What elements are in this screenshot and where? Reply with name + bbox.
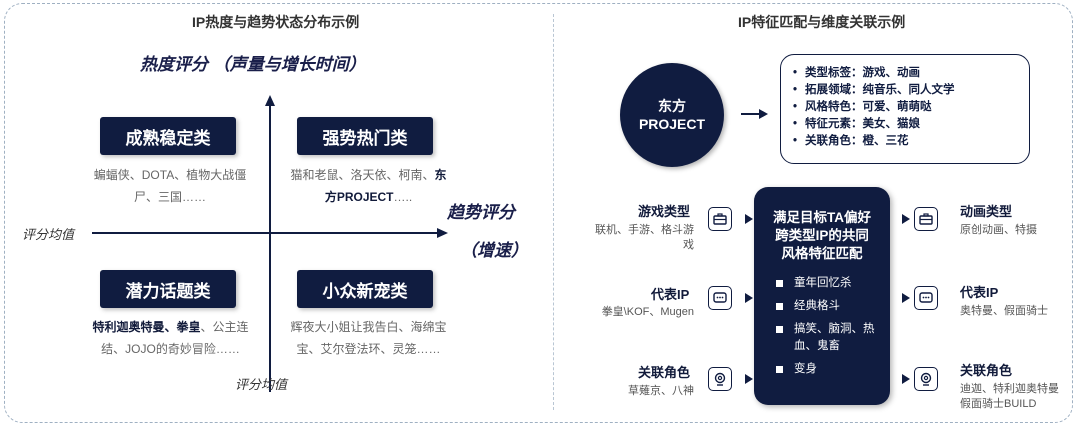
y-axis-title: 热度评分 （声量与增长时间） <box>140 55 366 74</box>
char-right-title: 关联角色 <box>960 363 1013 378</box>
tag-item: 拓展领域：纯音乐、同人文学 <box>793 82 1029 99</box>
ip-circle: 东方 PROJECT <box>620 63 724 167</box>
center-match-card: 满足目标TA偏好 跨类型IP的共同 风格特征匹配 童年回忆杀 经典格斗 搞笑、脑… <box>754 187 890 405</box>
tag-item: 关联角色：橙、三花 <box>793 133 1029 150</box>
webcam-icon <box>708 367 732 391</box>
anime-type-desc: 原创动画、特摄 <box>960 224 1037 236</box>
y-mean-label: 评分均值 <box>235 377 288 392</box>
arrow-icon <box>745 214 753 224</box>
tag-item: 风格特色：可爱、萌萌哒 <box>793 99 1029 116</box>
panel-divider <box>553 14 554 410</box>
briefcase-icon <box>914 207 938 231</box>
quadrant-hot-examples: 猫和老鼠、洛天依、柯南、东 方PROJECT….. <box>290 168 447 204</box>
right-panel-title: IP特征匹配与维度关联示例 <box>738 14 906 30</box>
quadrant-potential-examples: 特利迦奥特曼、拳皇、公主连 结、JOJO的奇妙冒险…… <box>92 320 249 356</box>
tag-item: 特征元素：美女、猫娘 <box>793 116 1029 133</box>
x-mean-label: 评分均值 <box>22 227 75 242</box>
quadrant-niche-examples: 辉夜大小姐让我告白、海绵宝 宝、艾尔登法环、灵笼…… <box>290 320 447 356</box>
arrow-icon <box>902 214 910 224</box>
briefcase-icon <box>708 207 732 231</box>
quadrant-mature-stable: 成熟稳定类 <box>100 117 236 155</box>
x-axis-arrowhead <box>437 228 448 238</box>
x-axis-subtitle: （增速） <box>460 241 528 260</box>
outer-frame <box>4 3 1073 423</box>
chat-icon <box>914 286 938 310</box>
char-right-desc: 迪迦、特利迦奥特曼 假面骑士BUILD <box>960 383 1059 410</box>
arrow-icon <box>902 293 910 303</box>
char-left-title: 关联角色 <box>638 365 691 380</box>
anime-type-title: 动画类型 <box>960 204 1013 219</box>
feature-item: 童年回忆杀 <box>776 275 890 292</box>
game-type-title: 游戏类型 <box>638 204 691 219</box>
tag-list-box: 类型标签：游戏、动画 拓展领域：纯音乐、同人文学 风格特色：可爱、萌萌哒 特征元… <box>780 54 1030 164</box>
feature-item: 经典格斗 <box>776 298 890 315</box>
chat-icon <box>708 286 732 310</box>
center-title: 满足目标TA偏好 跨类型IP的共同 风格特征匹配 <box>773 210 871 261</box>
arrow-icon <box>902 374 910 384</box>
rep-ip-right-title: 代表IP <box>960 285 999 300</box>
tag-item: 类型标签：游戏、动画 <box>793 65 1029 82</box>
quadrant-potential-topic: 潜力话题类 <box>100 270 236 308</box>
rep-ip-left-desc: 拳皇\KOF、Mugen <box>601 306 694 318</box>
rep-ip-left-title: 代表IP <box>651 287 690 302</box>
y-axis-arrowhead <box>265 95 275 106</box>
webcam-icon <box>914 367 938 391</box>
quadrant-niche-new: 小众新宠类 <box>297 270 433 308</box>
char-left-desc: 草薙京、八神 <box>628 385 694 397</box>
rep-ip-right-desc: 奥特曼、假面骑士 <box>960 305 1048 317</box>
game-type-desc: 联机、手游、格斗游 戏 <box>595 224 694 251</box>
quadrant-strong-hot: 强势热门类 <box>297 117 433 155</box>
x-axis-title: 趋势评分 <box>447 203 515 222</box>
feature-item: 搞笑、脑洞、热血、鬼畜 <box>776 321 890 355</box>
quadrant-mature-examples: 蝙蝠侠、DOTA、植物大战僵 尸、三国…… <box>93 168 247 204</box>
center-feature-list: 童年回忆杀 经典格斗 搞笑、脑洞、热血、鬼畜 变身 <box>754 275 890 378</box>
arrow-icon <box>745 374 753 384</box>
arrow-icon <box>745 293 753 303</box>
quadrant-axes <box>92 95 448 392</box>
circle-arrow <box>741 109 768 119</box>
left-panel-title: IP热度与趋势状态分布示例 <box>192 14 360 30</box>
feature-item: 变身 <box>776 361 890 378</box>
